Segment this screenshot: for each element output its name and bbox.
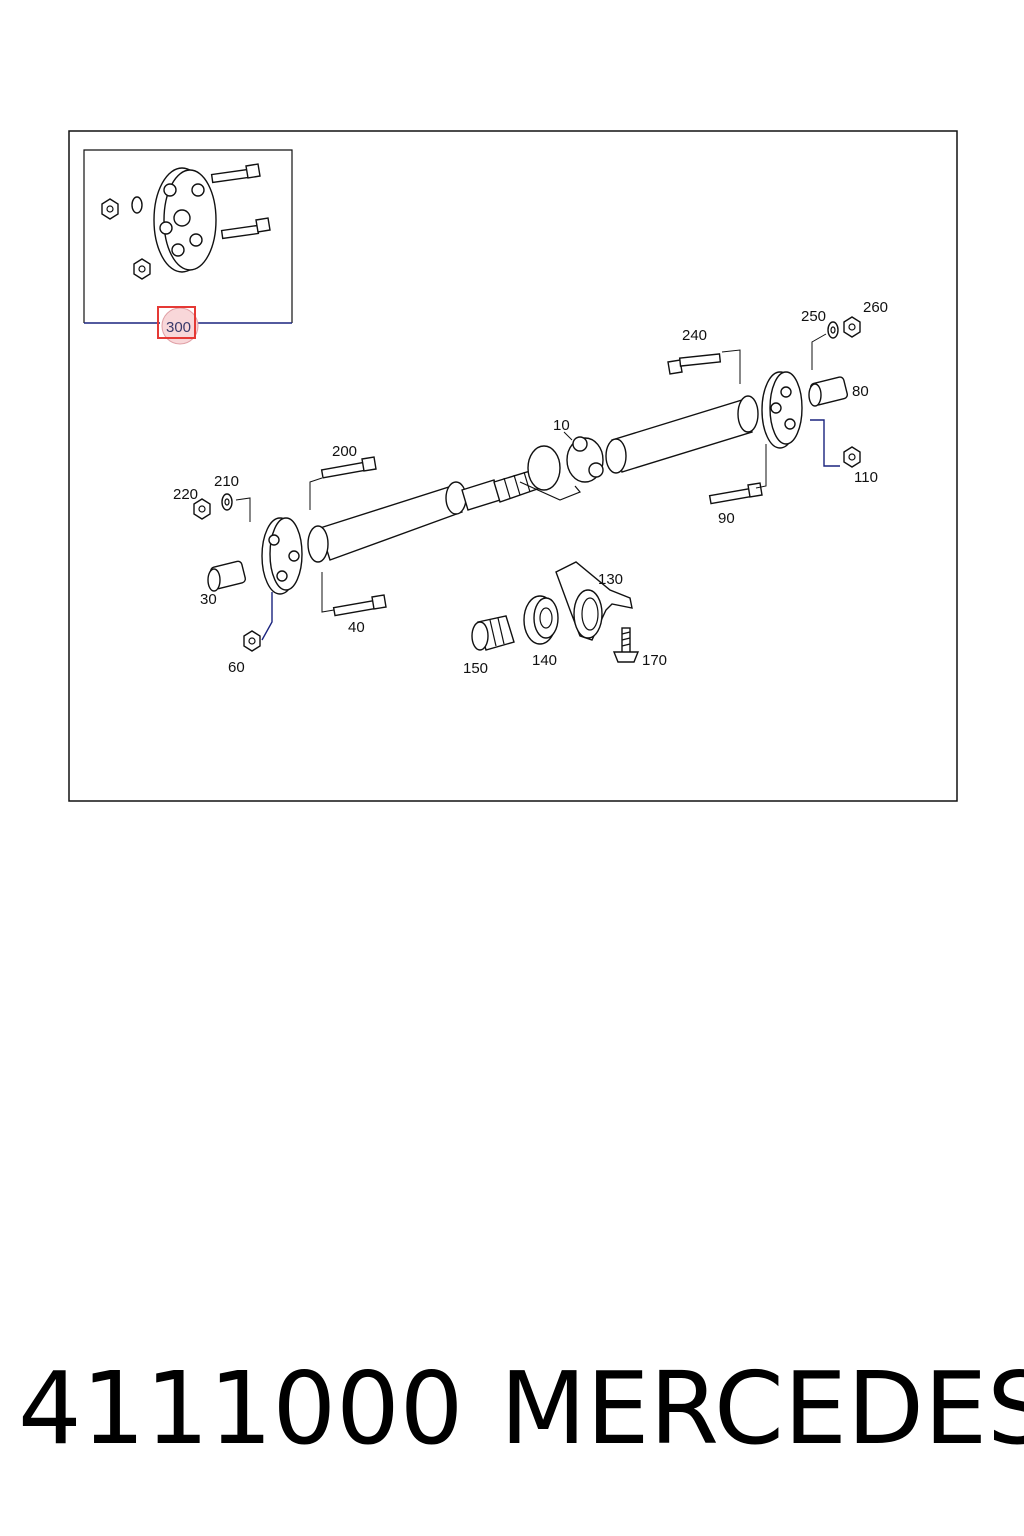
label-130: 130 xyxy=(598,571,623,588)
label-210: 210 xyxy=(214,473,239,490)
label-220: 220 xyxy=(173,486,198,503)
brand-name: MERCEDES xyxy=(500,1350,1024,1467)
label-250: 250 xyxy=(801,308,826,325)
label-170: 170 xyxy=(642,652,667,669)
part-110-nut xyxy=(843,446,861,468)
label-40: 40 xyxy=(348,619,365,636)
label-260: 260 xyxy=(863,299,888,316)
part-30-bushing xyxy=(207,560,247,592)
part-labels: 10 30 40 60 80 90 110 130 140 150 170 20… xyxy=(173,299,888,677)
label-10: 10 xyxy=(553,417,570,434)
part-260-nut xyxy=(843,316,861,338)
label-90: 90 xyxy=(718,510,735,527)
label-30: 30 xyxy=(200,591,217,608)
caption: 4111000 MERCEDES xyxy=(0,1350,1024,1490)
label-300: 300 xyxy=(166,319,191,336)
leader-lines xyxy=(235,333,840,641)
part-170-screw xyxy=(612,627,640,663)
propeller-shaft xyxy=(261,371,803,595)
inset-flex-disc-kit xyxy=(83,149,293,324)
label-140: 140 xyxy=(532,652,557,669)
part-90-bolt xyxy=(708,482,763,505)
label-80: 80 xyxy=(852,383,869,400)
label-240: 240 xyxy=(682,327,707,344)
part-150-boot xyxy=(471,615,515,651)
part-250-washer xyxy=(827,321,839,339)
part-210-washer xyxy=(221,493,233,511)
label-150: 150 xyxy=(463,660,488,677)
part-220-nut xyxy=(193,498,211,520)
part-number: 4111000 xyxy=(18,1350,464,1467)
label-110: 110 xyxy=(854,469,878,486)
label-200: 200 xyxy=(332,443,357,460)
part-240-bolt xyxy=(667,353,722,375)
part-200-bolt xyxy=(320,456,377,479)
part-60-nut xyxy=(243,630,261,652)
part-40-bolt xyxy=(332,594,387,617)
part-130-center-bearing-mount xyxy=(555,561,633,641)
label-60: 60 xyxy=(228,659,245,676)
part-140-bearing xyxy=(523,595,559,645)
part-80-bushing xyxy=(808,376,849,407)
highlight-300[interactable]: 300 xyxy=(157,306,199,345)
diagram-frame xyxy=(68,130,958,802)
